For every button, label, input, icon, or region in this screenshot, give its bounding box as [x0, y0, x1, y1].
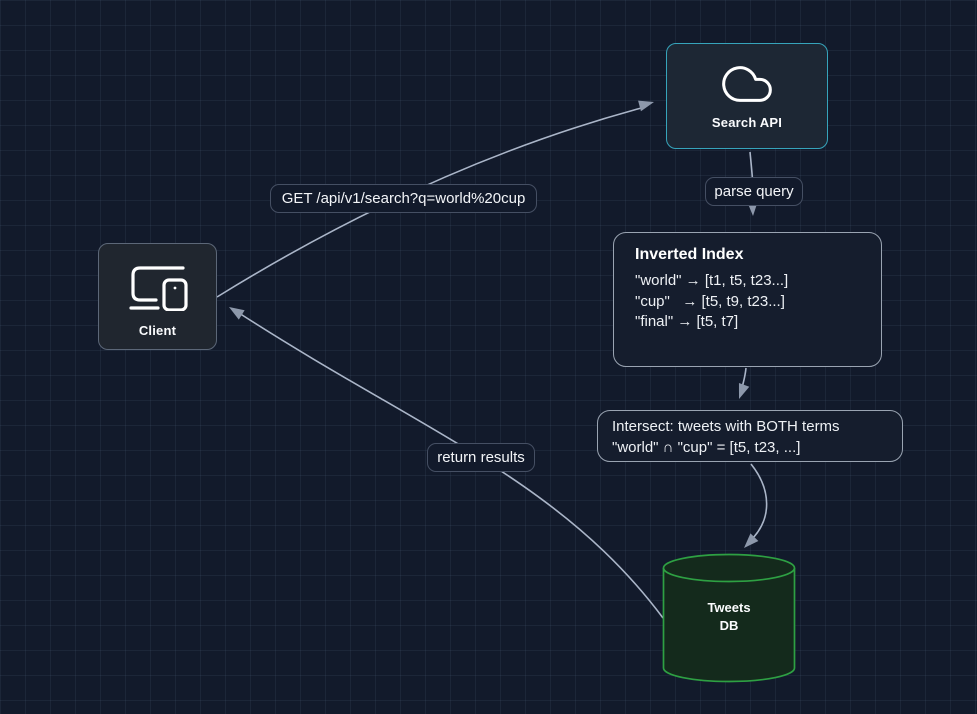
arrowhead-search-api: [638, 100, 654, 112]
intersect-line: "world" ∩ "cup" = [t5, t23, ...]: [612, 439, 801, 456]
tweets-db-label-line: Tweets: [707, 600, 751, 615]
tweets-db-label-line: DB: [719, 618, 739, 633]
arrowhead-client: [229, 307, 245, 320]
edge-label-return-results-text: return results: [437, 449, 525, 466]
box-inverted-index[interactable]: Inverted Index "world" → [t1, t5, t23...…: [613, 232, 882, 367]
search-api-label: Search API: [711, 115, 783, 130]
edge-label-request[interactable]: GET /api/v1/search?q=world%20cup: [270, 184, 537, 213]
tweets-db-label: Tweets DB: [662, 599, 796, 635]
db-cylinder-body: [662, 568, 796, 683]
inverted-index-line: "cup" → [t5, t9, t23...]: [635, 292, 785, 310]
client-label: Client: [138, 323, 177, 338]
edge-label-parse-query-text: parse query: [714, 183, 794, 200]
edge-label-parse-query[interactable]: parse query: [705, 177, 803, 206]
edge-client-to-search-api[interactable]: [216, 106, 646, 298]
inverted-index-title: Inverted Index: [635, 246, 744, 263]
monitor-smartphone-icon: [128, 263, 188, 311]
inverted-index-line: "world" → [t1, t5, t23...]: [635, 272, 789, 289]
node-search-api[interactable]: Search API: [666, 43, 828, 149]
intersect-line: Intersect: tweets with BOTH terms: [612, 418, 840, 435]
inverted-index-line: "final" → [t5, t7]: [635, 313, 739, 330]
box-intersect[interactable]: Intersect: tweets with BOTH terms "world…: [597, 410, 903, 462]
cloud-icon: [716, 56, 778, 112]
edge-intersect-to-tweets-db[interactable]: [749, 463, 768, 542]
edge-label-return-results[interactable]: return results: [427, 443, 535, 472]
node-tweets-db[interactable]: [662, 553, 796, 685]
node-client[interactable]: Client: [98, 243, 217, 350]
db-cylinder-top: [662, 553, 796, 583]
arrowhead-tweets-db: [744, 533, 759, 548]
arrowhead-intersect: [738, 383, 750, 399]
edge-label-request-text: GET /api/v1/search?q=world%20cup: [281, 190, 526, 207]
